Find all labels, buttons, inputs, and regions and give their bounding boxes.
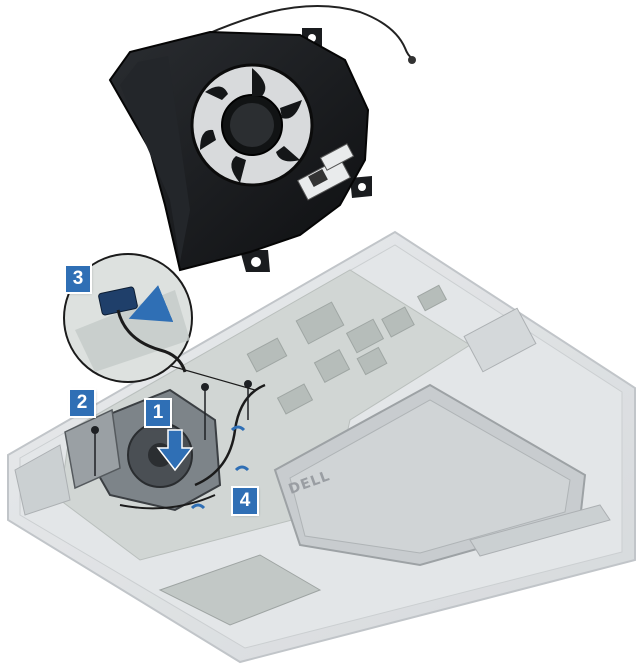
screw-icon: [91, 380, 252, 476]
ssd-module: [158, 554, 322, 626]
cooling-fan: [108, 5, 416, 272]
clip-marks: [190, 425, 250, 510]
connector-zoom-callout: [63, 253, 256, 391]
fan-label-sticker: [296, 143, 355, 201]
step-badge-1: 1: [146, 400, 170, 426]
heatsink: [64, 408, 121, 490]
step-badge-4: 4: [233, 488, 257, 514]
direction-arrow: [156, 429, 194, 472]
board-chips: [246, 284, 448, 415]
step-badge-2: 2: [70, 390, 94, 416]
fan-cable: [194, 383, 266, 487]
step-badge-3: 3: [66, 266, 90, 292]
